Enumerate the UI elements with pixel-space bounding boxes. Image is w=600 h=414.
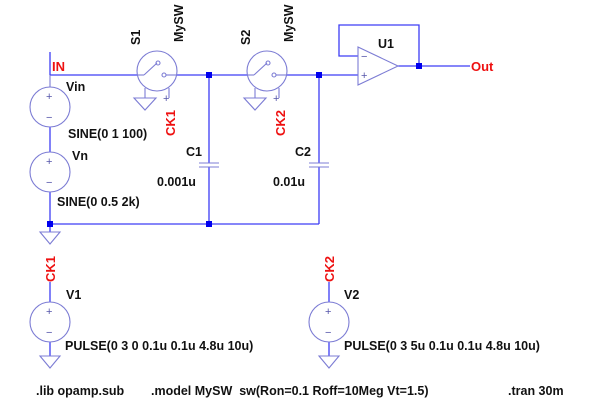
voltage-source-icon — [308, 301, 350, 343]
capacitor-c2[interactable] — [309, 162, 329, 168]
v2-ref: V2 — [344, 288, 359, 302]
opamp-icon — [357, 46, 400, 86]
minus-sign: − — [46, 327, 52, 339]
directive-model[interactable]: .model MySW sw(Ron=0.1 Roff=10Meg Vt=1.5… — [151, 384, 429, 398]
minus-sign: − — [46, 112, 52, 124]
c2-value: 0.01u — [273, 175, 305, 189]
v1-ref: V1 — [66, 288, 81, 302]
vin-ref: Vin — [66, 80, 85, 94]
net-label-in: IN — [52, 59, 65, 74]
junction-dot — [47, 221, 53, 227]
junction-dot — [416, 63, 422, 69]
plus-sign: + — [325, 306, 331, 318]
capacitor-c1[interactable] — [199, 162, 219, 168]
plus-sign: + — [46, 156, 52, 168]
directive-tran[interactable]: .tran 30m — [508, 384, 564, 398]
minus-sign: − — [361, 51, 367, 63]
ground-icon — [242, 97, 268, 111]
junction-dot — [316, 72, 322, 78]
c1-ref: C1 — [186, 145, 202, 159]
vn-source[interactable]: + − — [29, 151, 71, 193]
s1-model: MySW — [172, 4, 186, 42]
minus-sign: − — [46, 177, 52, 189]
v1-source[interactable]: + − — [29, 301, 71, 343]
switch-s1[interactable]: + — [136, 50, 178, 105]
voltage-source-icon — [29, 151, 71, 193]
junction-dot — [206, 221, 212, 227]
plus-sign: + — [163, 93, 169, 105]
plus-sign: + — [46, 306, 52, 318]
plus-sign: + — [361, 70, 367, 82]
plus-sign: + — [46, 91, 52, 103]
opamp-u1[interactable]: − + — [357, 46, 400, 86]
s2-ref: S2 — [239, 30, 253, 45]
net-label-ck2-v2: CK2 — [322, 256, 337, 282]
switch-icon — [136, 50, 178, 92]
plus-sign: + — [273, 93, 279, 105]
wires — [49, 24, 470, 356]
vn-ref: Vn — [72, 149, 88, 163]
net-label-ck2-s2: CK2 — [273, 110, 288, 136]
wire-feedback[interactable] — [338, 24, 420, 66]
switch-s2[interactable]: + — [246, 50, 288, 105]
s1-ref: S1 — [129, 30, 143, 45]
v1-value: PULSE(0 3 0 0.1u 0.1u 4.8u 10u) — [65, 339, 253, 353]
net-label-ck1-v1: CK1 — [43, 256, 58, 282]
vin-value: SINE(0 1 100) — [68, 127, 147, 141]
vn-value: SINE(0 0.5 2k) — [57, 195, 140, 209]
ground-icon — [38, 355, 62, 369]
ground-icon — [317, 355, 341, 369]
s2-model: MySW — [282, 4, 296, 42]
c1-value: 0.001u — [157, 175, 196, 189]
switch-icon — [246, 50, 288, 92]
v2-value: PULSE(0 3 5u 0.1u 0.1u 4.8u 10u) — [344, 339, 540, 353]
u1-ref: U1 — [378, 37, 394, 51]
minus-sign: − — [325, 327, 331, 339]
vin-source[interactable]: + − — [29, 75, 71, 128]
ground-icon — [38, 231, 62, 245]
voltage-source-icon — [29, 301, 71, 343]
junction-dot — [206, 72, 212, 78]
ground-icon — [132, 97, 158, 111]
directive-lib[interactable]: .lib opamp.sub — [36, 384, 125, 398]
c2-ref: C2 — [295, 145, 311, 159]
net-label-ck1-s1: CK1 — [163, 110, 178, 136]
v2-source[interactable]: + − — [308, 301, 350, 343]
net-label-out: Out — [471, 59, 494, 74]
